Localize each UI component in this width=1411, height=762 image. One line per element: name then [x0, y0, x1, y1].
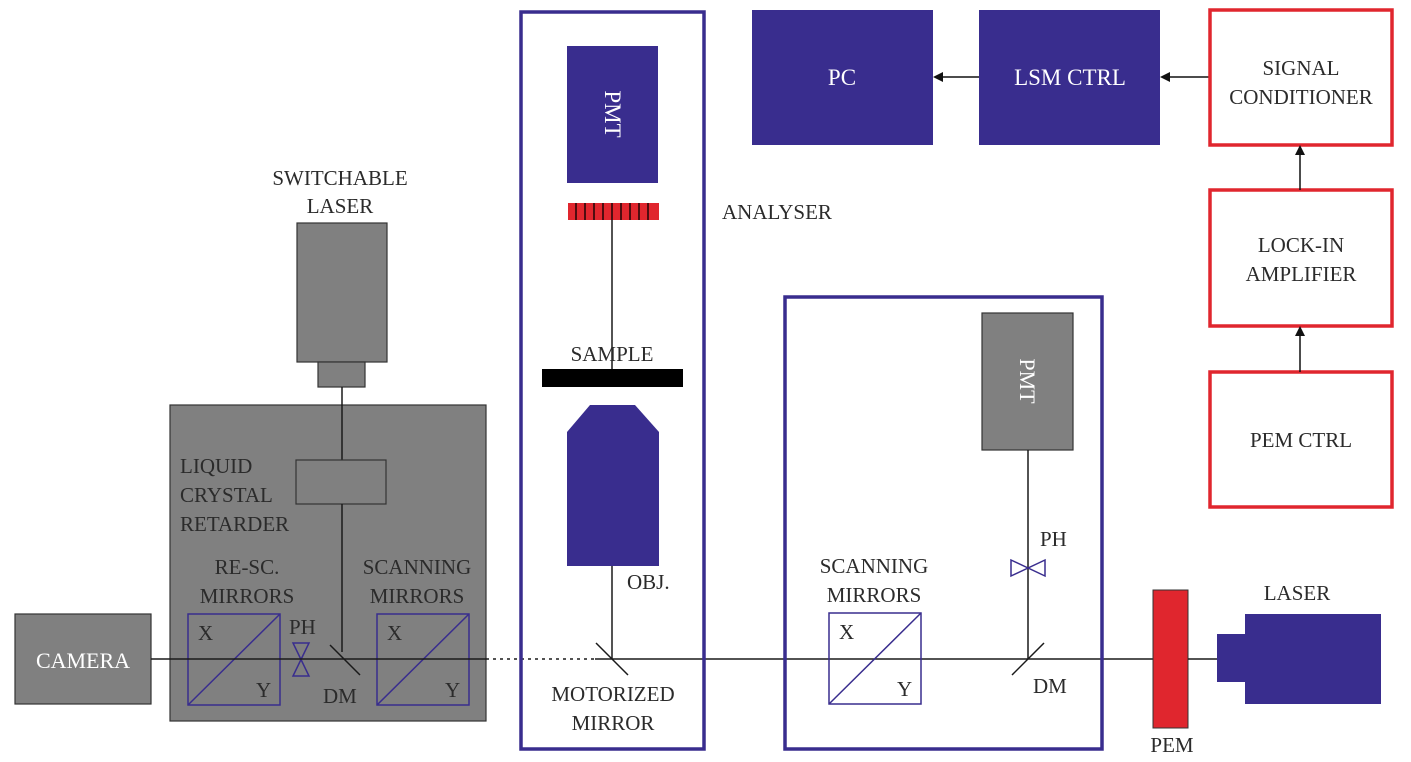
dichroic-mirror-left	[329, 644, 361, 676]
scan-right-y-label: Y	[897, 677, 912, 701]
pmt-right-box	[981, 312, 1074, 451]
pc-label: PC	[828, 65, 856, 90]
rescan-module-box	[169, 404, 487, 722]
lockin-line2: AMPLIFIER	[1246, 262, 1357, 286]
rescan-y-label: Y	[256, 678, 271, 702]
lockin-amplifier-box	[1208, 188, 1394, 328]
dichroic-mirror-right	[1011, 642, 1045, 676]
signal-conditioner-line2: CONDITIONER	[1229, 85, 1372, 109]
switchable-laser-body	[296, 222, 388, 363]
sample-slide	[542, 369, 683, 387]
liquid-crystal-retarder	[295, 459, 387, 505]
analyser-icon	[568, 203, 659, 220]
camera-box	[14, 613, 152, 705]
dichroic-left-label: DM	[323, 684, 357, 708]
switchable-laser-label-line2: LASER	[307, 194, 374, 218]
pmt-right-label: PMT	[1015, 358, 1040, 404]
lsm-ctrl-label: LSM CTRL	[1014, 65, 1126, 90]
switchable-laser-label-line1: SWITCHABLE	[272, 166, 407, 190]
resc-label-line2: MIRRORS	[200, 584, 295, 608]
pem-label: PEM	[1150, 733, 1194, 757]
scan-left-label-line2: MIRRORS	[370, 584, 465, 608]
pmt-top-label: PMT	[600, 90, 625, 137]
scanning-mirrors-right-diagonal	[828, 612, 922, 705]
pem-ctrl-box	[1208, 370, 1394, 509]
scan-left-label-line1: SCANNING	[363, 555, 472, 579]
signal-conditioner-line1: SIGNAL	[1263, 56, 1340, 80]
lockin-line1: LOCK-IN	[1258, 233, 1344, 257]
objective-lens	[567, 405, 659, 566]
scan-right-label-line1: SCANNING	[820, 554, 929, 578]
lcr-label-line1: LIQUID	[180, 454, 252, 478]
laser-body	[1245, 614, 1381, 704]
pc-box	[752, 10, 933, 145]
lcr-label-line2: CRYSTAL	[180, 483, 273, 507]
camera-label: CAMERA	[36, 648, 130, 673]
dichroic-right-label: DM	[1033, 674, 1067, 698]
resc-label-line1: RE-SC.	[215, 555, 280, 579]
rescan-x-label: X	[198, 621, 213, 645]
switchable-laser-nozzle	[317, 361, 366, 388]
scan-right-x-label: X	[839, 620, 854, 644]
scan-right-label-line2: MIRRORS	[827, 583, 922, 607]
scanning-module-frame	[783, 295, 1104, 751]
scan-left-y-label: Y	[445, 678, 460, 702]
lsm-ctrl-box	[979, 10, 1160, 145]
objective-label: OBJ.	[627, 570, 670, 594]
sample-label: SAMPLE	[571, 342, 654, 366]
pinhole-left-label: PH	[289, 615, 316, 639]
scan-left-x-label: X	[387, 621, 402, 645]
lcr-label-line3: RETARDER	[180, 512, 289, 536]
analyser-label: ANALYSER	[722, 200, 832, 224]
pmt-top-box	[567, 46, 658, 183]
motorized-label-line2: MIRROR	[572, 711, 655, 735]
pinhole-right-icon	[1010, 558, 1046, 578]
laser-nozzle	[1217, 634, 1245, 682]
motorized-label-line1: MOTORIZED	[551, 682, 674, 706]
motorized-mirror	[595, 642, 629, 676]
laser-label: LASER	[1264, 581, 1331, 605]
pem-modulator	[1152, 589, 1189, 729]
scanning-mirrors-right-xy	[828, 612, 922, 705]
microscope-frame	[519, 10, 706, 751]
pem-ctrl-label: PEM CTRL	[1250, 428, 1352, 452]
pinhole-left-icon	[291, 642, 311, 677]
pinhole-right-label: PH	[1040, 527, 1067, 551]
